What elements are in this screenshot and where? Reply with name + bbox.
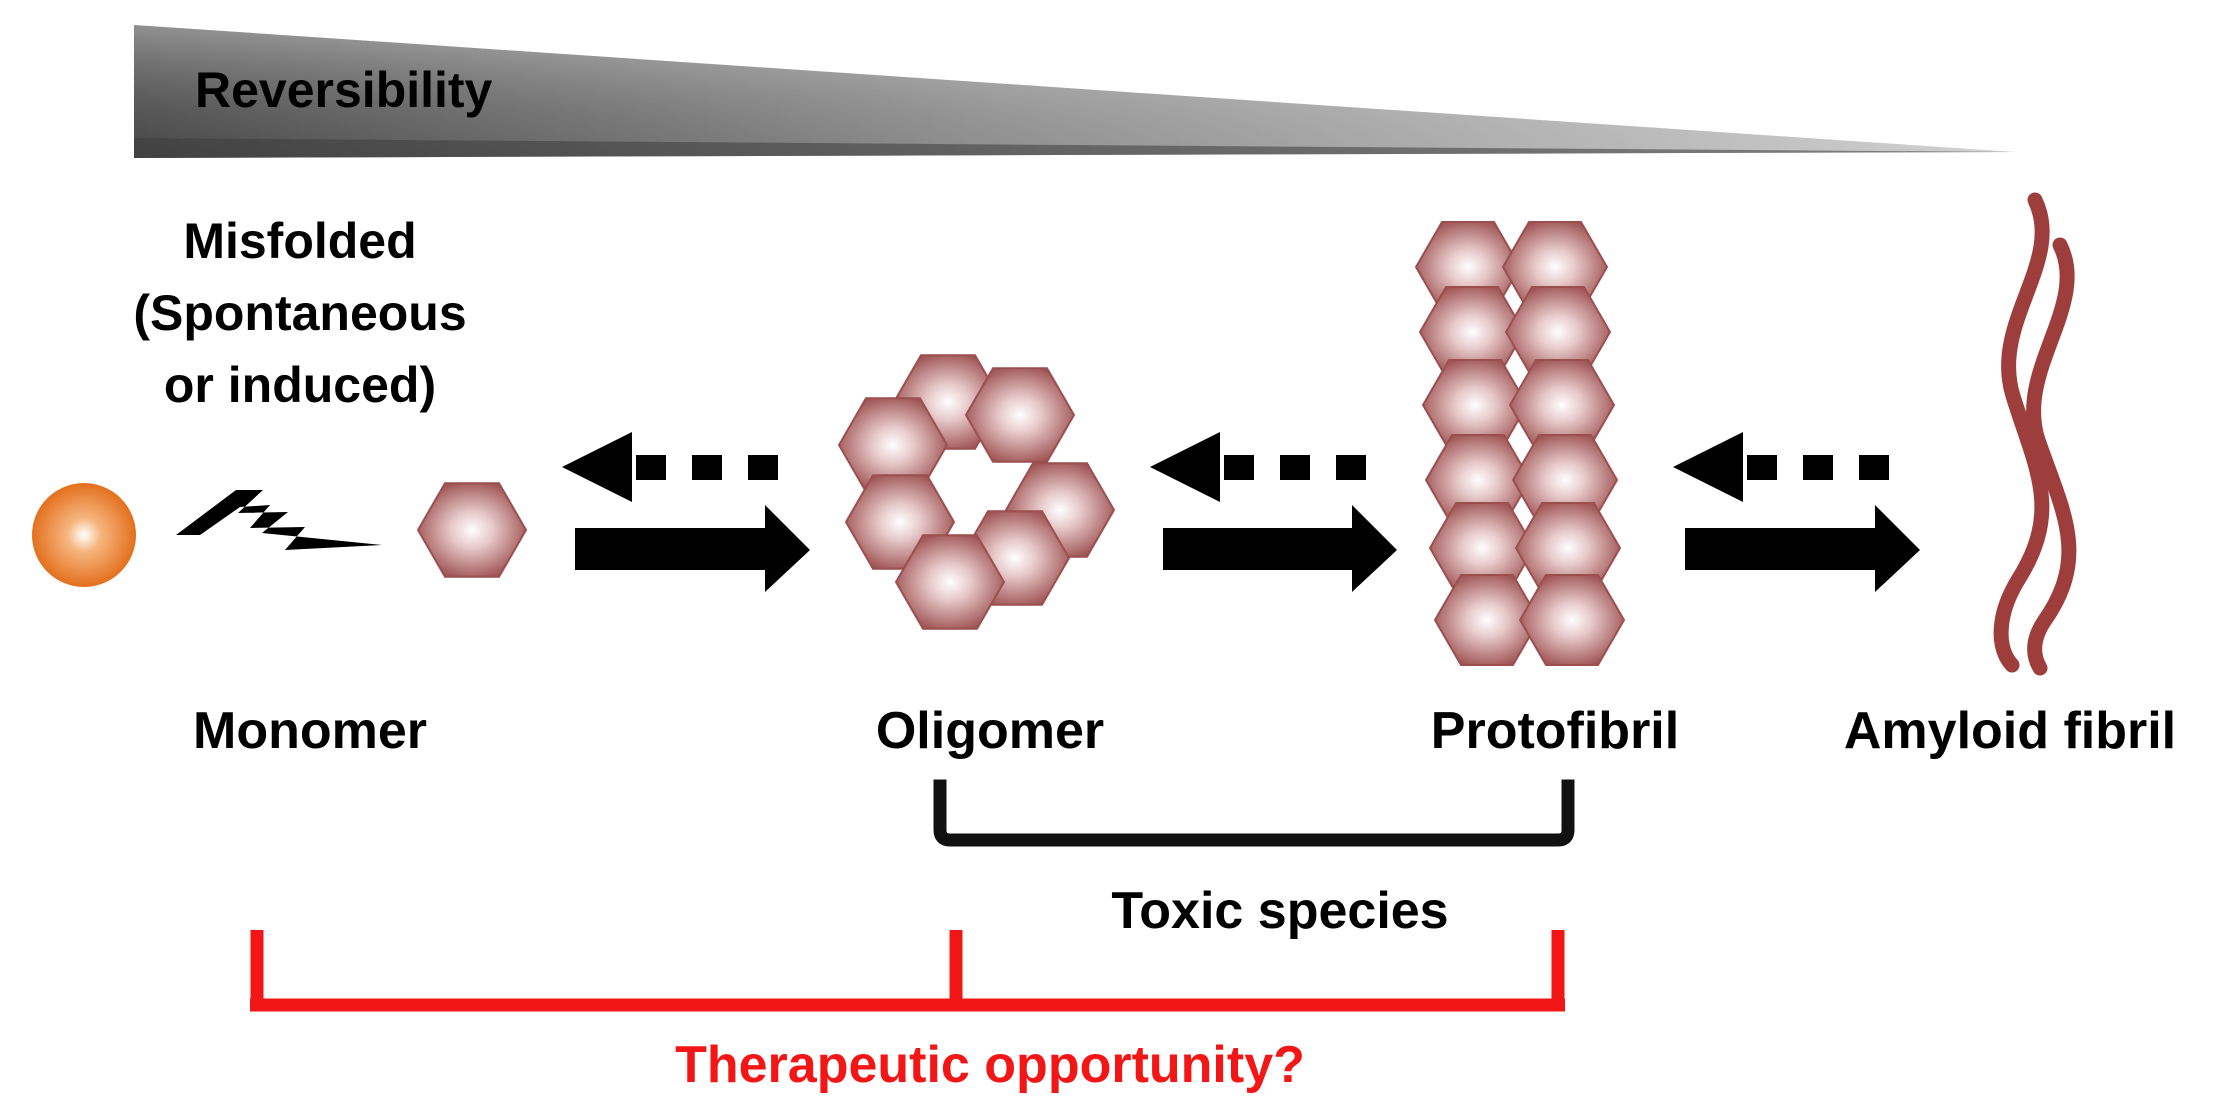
reversibility-label: Reversibility	[195, 62, 493, 118]
misfolded-label-line-2: (Spontaneous	[133, 285, 466, 341]
protofibril-subunit-hexagon	[1518, 574, 1626, 666]
oligomer-hexagon-ring	[837, 354, 1116, 630]
therapeutic-opportunity-bracket	[250, 930, 1565, 1012]
reversibility-wedge	[134, 25, 2015, 158]
reverse-dashed-arrow-oligomer-to-monomer	[562, 432, 778, 502]
protofibril-subunit-hexagon	[1433, 574, 1541, 666]
protofibril-hexagon-stack	[1414, 221, 1626, 666]
toxic-species-label: Toxic species	[1111, 882, 1448, 940]
reverse-dashed-arrow-fibril-to-protofibril	[1673, 432, 1889, 502]
amyloid-fibril-strands	[1993, 192, 2077, 676]
misfolded-label-line-3: or induced)	[164, 357, 436, 413]
toxic-species-bracket	[933, 779, 1575, 847]
oligomer-subunit-hexagon	[894, 534, 1006, 630]
therapeutic-opportunity-label: Therapeutic opportunity?	[675, 1036, 1305, 1094]
lightning-bolt-icon	[176, 490, 382, 550]
oligomer-subunit-hexagon	[964, 367, 1076, 463]
reverse-dashed-arrow-protofibril-to-oligomer	[1150, 432, 1366, 502]
monomer-label: Monomer	[193, 702, 427, 760]
forward-arrow-protofibril-to-fibril	[1685, 505, 1920, 592]
forward-arrow-monomer-to-oligomer	[575, 505, 810, 592]
protofibril-label: Protofibril	[1431, 702, 1679, 760]
monomer-hexagon	[416, 482, 528, 578]
native-protein-sphere	[32, 483, 136, 587]
misfolded-label-line-1: Misfolded	[183, 213, 416, 269]
forward-arrow-oligomer-to-protofibril	[1163, 505, 1397, 592]
amyloid-fibril-label: Amyloid fibril	[1844, 702, 2176, 760]
oligomer-label: Oligomer	[876, 702, 1104, 760]
